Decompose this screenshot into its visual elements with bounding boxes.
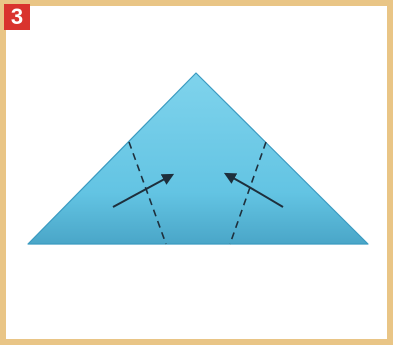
paper-triangle [28, 73, 368, 244]
